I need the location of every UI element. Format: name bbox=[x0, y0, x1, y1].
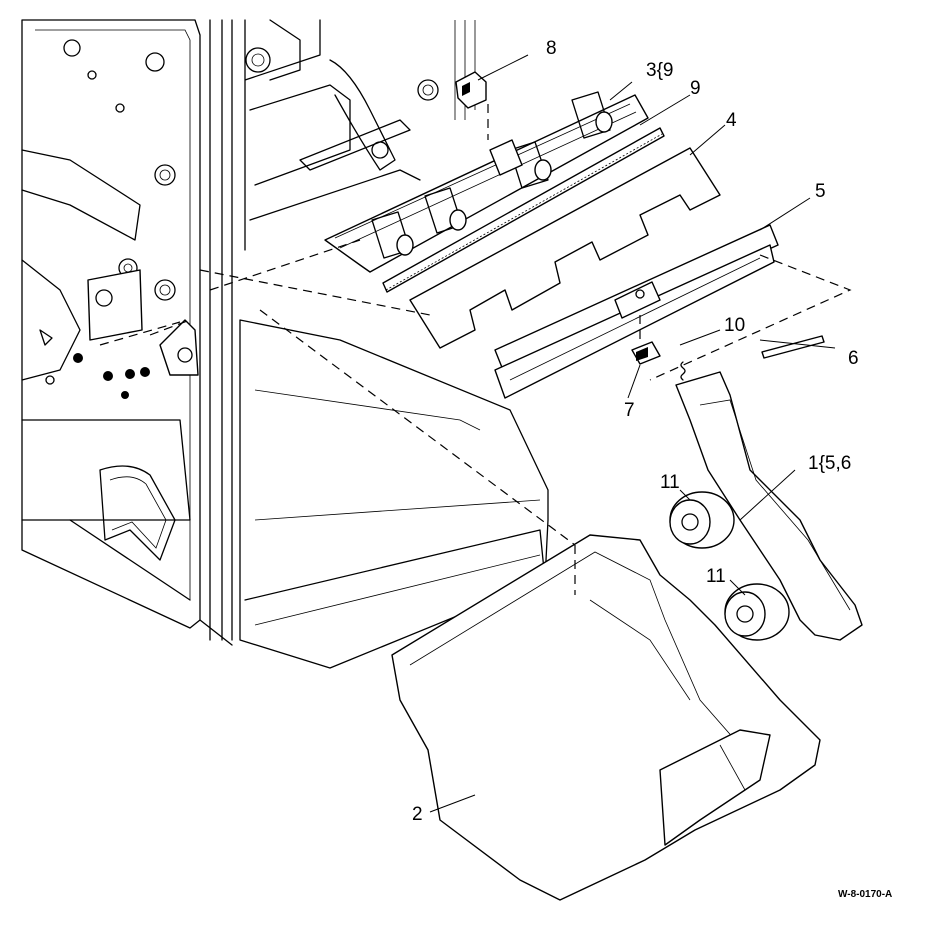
part-9-static-eliminator bbox=[382, 127, 665, 293]
callout-11-upper: 11 bbox=[660, 472, 680, 493]
part-7-sensor bbox=[631, 315, 661, 365]
callout-3: 3{9 bbox=[646, 60, 673, 81]
part-4-chute-plate bbox=[409, 147, 721, 349]
upper-transport-frame bbox=[244, 19, 476, 251]
callout-10: 10 bbox=[724, 315, 745, 336]
callout-9: 9 bbox=[690, 78, 701, 99]
machine-frame bbox=[21, 19, 233, 646]
part-10-spring bbox=[680, 361, 686, 381]
part-8-sensor bbox=[455, 71, 523, 176]
part-3-upper-guide bbox=[324, 91, 649, 273]
part-2-output-tray bbox=[391, 534, 821, 901]
leader-lines bbox=[429, 54, 836, 813]
callout-1: 1{5,6 bbox=[808, 453, 851, 474]
callout-7: 7 bbox=[624, 400, 635, 421]
figure-id: W-8-0170-A bbox=[838, 889, 892, 900]
callout-2: 2 bbox=[412, 804, 423, 825]
alignment-lines bbox=[99, 239, 852, 595]
callout-4: 4 bbox=[726, 110, 737, 131]
part-6-shaft bbox=[761, 335, 825, 359]
part-5-rear-guide bbox=[494, 224, 779, 399]
part-1-exit-arm bbox=[675, 371, 863, 641]
callout-11-lower: 11 bbox=[706, 566, 726, 587]
part-11-rollers bbox=[669, 491, 790, 641]
callout-5: 5 bbox=[815, 181, 826, 202]
callout-8: 8 bbox=[546, 38, 557, 59]
pinch-roller-assemblies bbox=[371, 91, 613, 259]
callout-labels: 8 3{9 9 4 5 10 6 7 1{5,6 11 11 2 W-8-017… bbox=[412, 38, 892, 900]
callout-6: 6 bbox=[848, 348, 859, 369]
